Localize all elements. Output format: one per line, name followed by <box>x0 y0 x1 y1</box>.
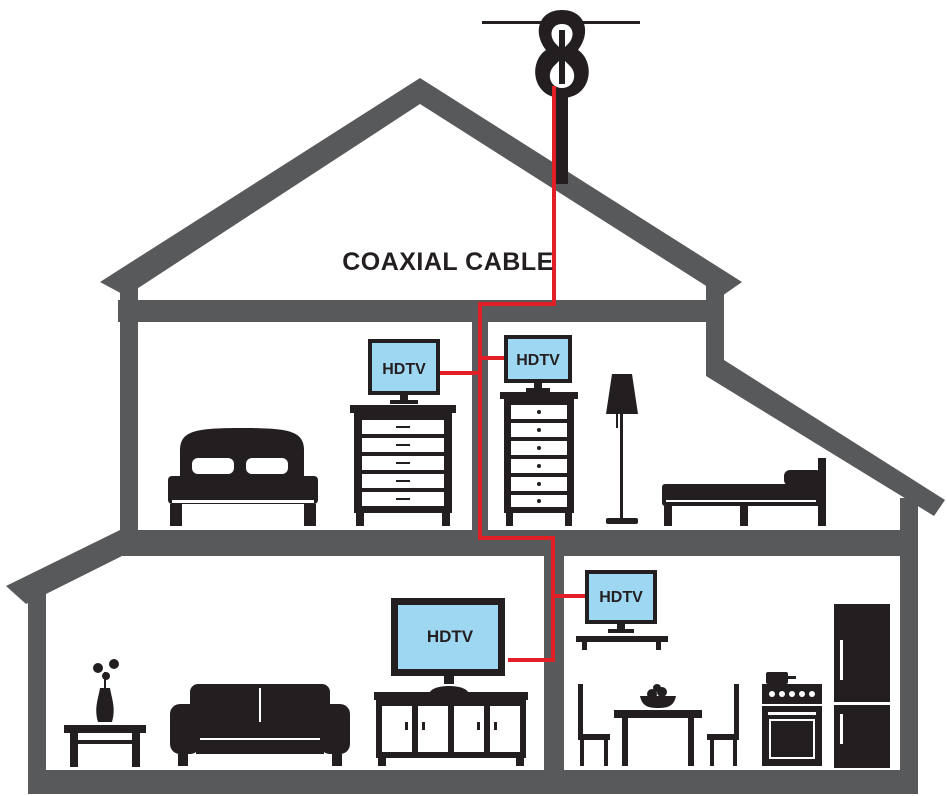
vase-icon <box>93 659 119 722</box>
tv-upstairs-right: HDTV <box>504 335 572 392</box>
upper-right-wall <box>706 282 724 374</box>
tv-label: HDTV <box>599 589 643 606</box>
side-table-icon <box>64 725 146 767</box>
chair-icon <box>707 684 739 766</box>
stove-icon <box>762 672 822 766</box>
tv-upstairs-left: HDTV <box>368 339 440 404</box>
antenna-icon <box>482 10 640 184</box>
right-outer-wall <box>900 498 918 786</box>
ground-floor <box>28 770 918 794</box>
tv-screen <box>398 605 498 669</box>
lower-left-wall <box>28 586 46 786</box>
second-floor-slab <box>120 530 918 556</box>
tv-cabinet-icon <box>374 692 528 766</box>
tv-screen <box>585 570 657 624</box>
tv-label: HDTV <box>382 361 426 378</box>
refrigerator-icon <box>834 604 890 768</box>
daybed-icon <box>662 458 826 526</box>
coaxial-cable-label: COAXIAL CABLE <box>342 248 554 276</box>
dresser-icon <box>350 405 456 526</box>
lower-partition-wall <box>544 548 564 784</box>
tv-label: HDTV <box>516 352 560 369</box>
dining-table-icon <box>614 684 702 766</box>
attic-floor <box>118 300 724 322</box>
house-walls <box>6 78 945 794</box>
upper-left-wall <box>120 282 138 544</box>
cable-main-run <box>478 86 556 662</box>
tv-kitchen: HDTV <box>585 570 657 633</box>
bed-icon <box>168 428 318 526</box>
floor-lamp-icon <box>606 374 638 524</box>
sofa-icon <box>170 684 350 766</box>
coaxial-cable <box>440 86 586 662</box>
tv-label: HDTV <box>427 627 474 646</box>
side-roof <box>706 360 945 516</box>
dresser-icon <box>500 392 578 526</box>
tv-living-room: HDTV <box>391 598 505 692</box>
wall-shelf-icon <box>576 636 668 650</box>
lower-roof <box>6 530 138 604</box>
chair-icon <box>578 684 610 766</box>
